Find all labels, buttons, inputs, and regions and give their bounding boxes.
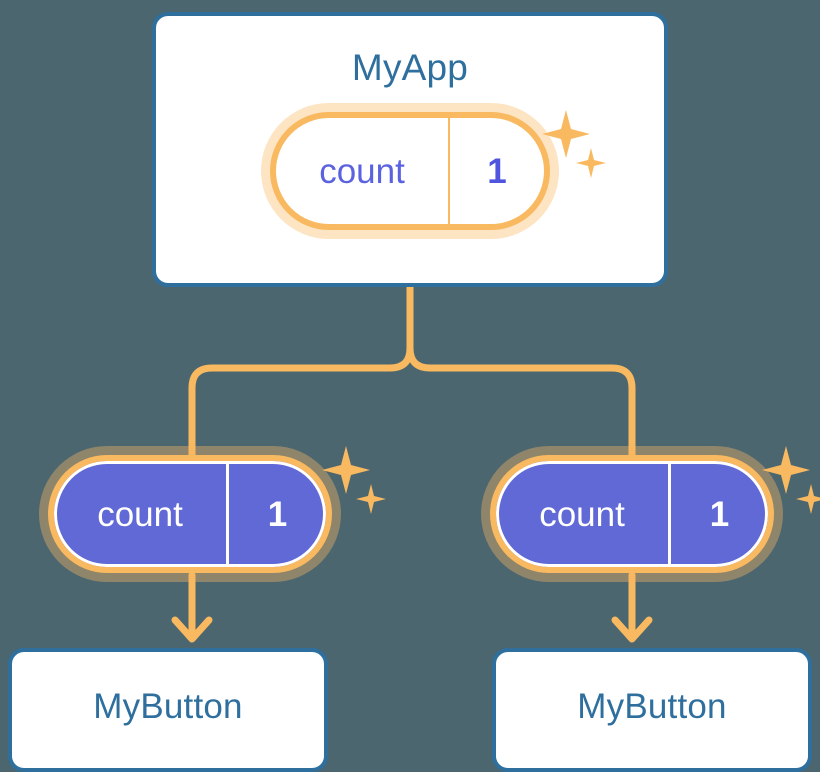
state-pill-body: count 1 xyxy=(270,112,550,230)
state-key: count xyxy=(276,118,450,224)
component-card-mybutton-left[interactable]: MyButton xyxy=(8,648,328,772)
card-title-myapp: MyApp xyxy=(351,47,469,88)
card-title-mybutton-left: MyButton xyxy=(93,687,243,726)
state-pill-myapp[interactable]: count 1 xyxy=(270,112,550,230)
connector-branch-right xyxy=(406,283,636,459)
state-key: count xyxy=(54,461,229,567)
state-pill-body: count 1 xyxy=(490,455,774,573)
state-pill-mybutton-right[interactable]: count 1 xyxy=(490,455,774,573)
state-value: 1 xyxy=(267,494,288,534)
state-value: 1 xyxy=(709,494,730,534)
component-card-mybutton-right[interactable]: MyButton xyxy=(492,648,812,772)
connector-branch-left xyxy=(188,283,414,459)
state-key: count xyxy=(496,461,671,567)
card-title-mybutton-right: MyButton xyxy=(577,687,727,726)
sparkle-icon xyxy=(796,484,820,514)
state-pill-mybutton-left[interactable]: count 1 xyxy=(48,455,332,573)
arrow-head-right xyxy=(611,616,653,643)
arrow-head-left xyxy=(171,616,213,643)
state-value: 1 xyxy=(487,151,507,191)
state-pill-body: count 1 xyxy=(48,455,332,573)
sparkle-icon xyxy=(356,484,386,514)
